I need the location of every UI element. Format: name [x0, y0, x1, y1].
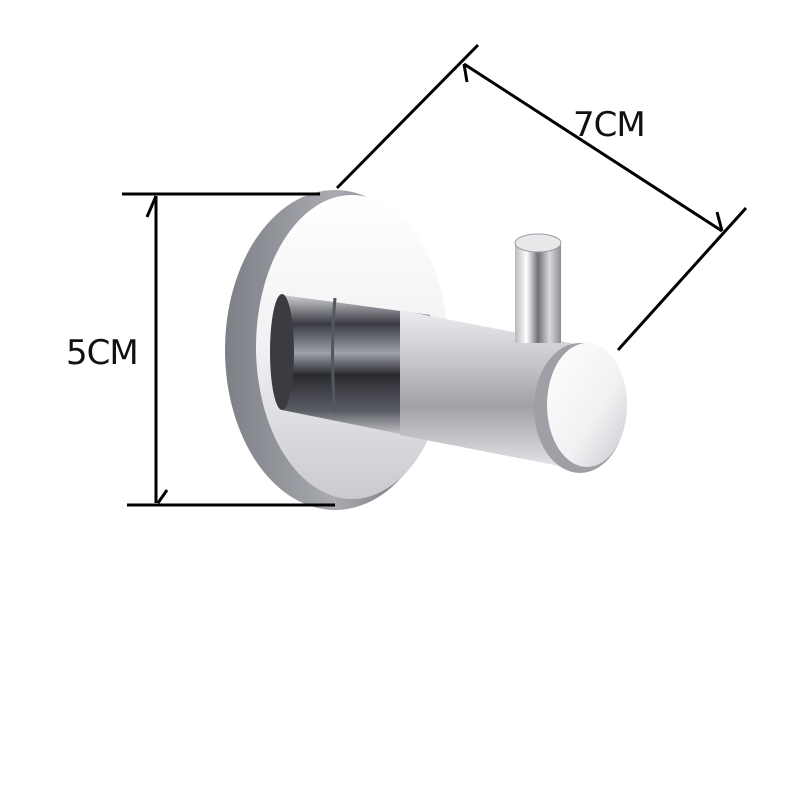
height-top-arrow-icon: [145, 195, 158, 218]
end-cap: [534, 343, 627, 473]
height-dimension: [122, 192, 335, 507]
depth-dimension: [335, 43, 748, 352]
height-label: 5CM: [66, 333, 139, 373]
depth-label: 7CM: [573, 105, 646, 145]
hook-pin: [514, 233, 562, 343]
depth-back-arrow-icon: [462, 63, 469, 83]
depth-front-extension-line: [616, 206, 748, 352]
hook-arm: [400, 310, 580, 470]
depth-back-extension-line: [335, 43, 480, 190]
height-bottom-arrow-icon: [156, 489, 169, 504]
collar: [270, 294, 430, 440]
depth-front-arrow-icon: [715, 211, 724, 232]
depth-dimension-line: [463, 62, 723, 233]
